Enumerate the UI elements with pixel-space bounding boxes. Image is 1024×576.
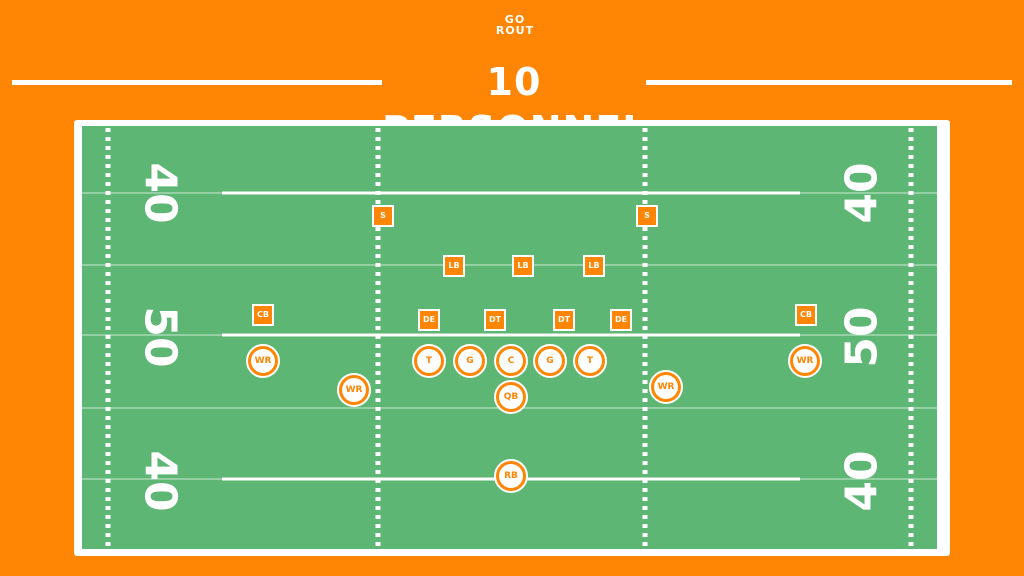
position-label: WR <box>251 349 275 373</box>
yard-number: 40 <box>135 450 186 511</box>
position-label: G <box>538 349 562 373</box>
offense-player: WR <box>246 344 280 378</box>
position-label: WR <box>654 375 678 399</box>
offense-player: QB <box>494 380 528 414</box>
defense-player: S <box>636 205 658 227</box>
offense-player: WR <box>649 370 683 404</box>
position-label: WR <box>342 378 366 402</box>
position-label: DT <box>486 311 504 329</box>
yard-number: 40 <box>837 450 888 511</box>
yard-number: 50 <box>135 306 186 367</box>
defense-player: CB <box>795 304 817 326</box>
offense-player: C <box>494 344 528 378</box>
defense-player: DE <box>610 309 632 331</box>
position-label: WR <box>793 349 817 373</box>
offense-player: WR <box>337 373 371 407</box>
title-rule-right <box>646 80 1012 85</box>
position-label: DT <box>555 311 573 329</box>
title-rule-left <box>12 80 382 85</box>
position-label: DE <box>420 311 438 329</box>
position-label: CB <box>797 306 815 324</box>
yard-number: 50 <box>837 306 888 367</box>
position-label: RB <box>499 464 523 488</box>
offense-player: RB <box>494 459 528 493</box>
position-label: G <box>458 349 482 373</box>
defense-player: LB <box>583 255 605 277</box>
position-label: CB <box>254 306 272 324</box>
defense-player: DT <box>553 309 575 331</box>
position-label: LB <box>585 257 603 275</box>
offense-player: G <box>533 344 567 378</box>
position-label: DE <box>612 311 630 329</box>
offense-player: T <box>412 344 446 378</box>
defense-player: DT <box>484 309 506 331</box>
yard-number: 40 <box>135 162 186 223</box>
position-label: T <box>578 349 602 373</box>
offense-player: WR <box>788 344 822 378</box>
offense-player: T <box>573 344 607 378</box>
logo-line1: GO <box>504 13 526 26</box>
defense-player: S <box>372 205 394 227</box>
defense-player: CB <box>252 304 274 326</box>
gorout-logo: GO ROUT <box>480 14 550 44</box>
position-label: C <box>499 349 523 373</box>
offense-player: G <box>453 344 487 378</box>
position-label: S <box>374 207 392 225</box>
position-label: LB <box>445 257 463 275</box>
position-label: T <box>417 349 441 373</box>
position-label: S <box>638 207 656 225</box>
logo-line2: ROUT <box>495 24 535 37</box>
position-label: QB <box>499 385 523 409</box>
yard-number: 40 <box>837 162 888 223</box>
position-label: LB <box>514 257 532 275</box>
defense-player: LB <box>512 255 534 277</box>
defense-player: DE <box>418 309 440 331</box>
defense-player: LB <box>443 255 465 277</box>
